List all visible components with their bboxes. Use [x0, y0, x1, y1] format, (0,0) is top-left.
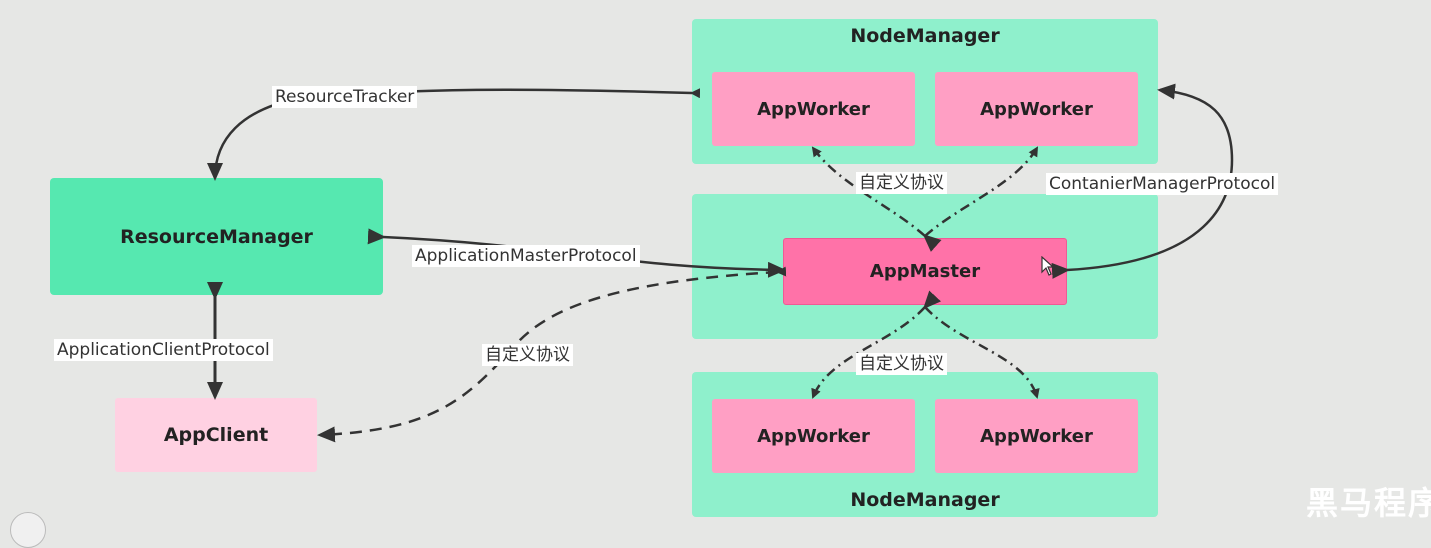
node-manager-bottom-title: NodeManager — [850, 489, 1000, 511]
label-application-master-protocol: ApplicationMasterProtocol — [412, 245, 640, 267]
label-custom-protocol-bottom: 自定义协议 — [856, 353, 947, 375]
edge-custom-protocol-bottom-right — [924, 306, 1040, 399]
label-custom-protocol-client: 自定义协议 — [482, 344, 573, 366]
app-worker-bottom-right: AppWorker — [935, 399, 1138, 473]
edge-custom-protocol-bottom-left — [811, 290, 942, 399]
label-application-client-protocol: ApplicationClientProtocol — [54, 339, 273, 361]
edge-custom-protocol-top-left — [811, 146, 942, 252]
label-resource-tracker: ResourceTracker — [272, 86, 418, 108]
label-custom-protocol-top: 自定义协议 — [856, 172, 947, 194]
edge-custom-protocol-top-right — [924, 146, 1039, 237]
edge-container-manager-protocol — [1051, 83, 1234, 279]
app-worker-top-left: AppWorker — [712, 72, 915, 146]
watermark: 黑马程序员 — [1306, 484, 1431, 522]
edge-layer — [207, 83, 1234, 443]
video-control-button[interactable] — [10, 512, 46, 548]
node-manager-top-title: NodeManager — [850, 25, 1000, 47]
app-client: AppClient — [115, 398, 317, 472]
mouse-cursor-icon — [1041, 256, 1055, 276]
edge-custom-protocol-client — [317, 266, 787, 443]
label-container-manager-protocol: ContanierManagerProtocol — [1046, 173, 1279, 195]
